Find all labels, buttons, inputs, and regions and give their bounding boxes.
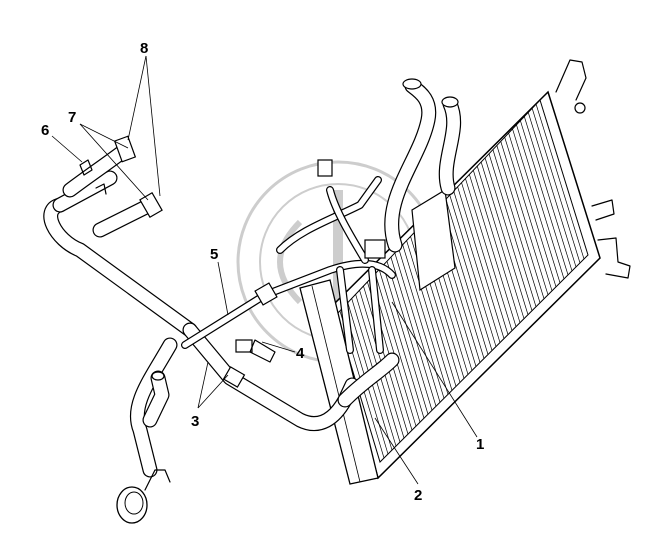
radiator-fin-line — [449, 194, 497, 347]
radiator-fin-line — [465, 178, 513, 331]
radiator-fin-line — [476, 166, 525, 319]
radiator-fin-line — [382, 265, 429, 415]
callout-7: 7 — [68, 109, 76, 126]
callout-1: 1 — [476, 436, 484, 453]
radiator-fin-line — [504, 137, 553, 291]
radiator-fin-line — [523, 116, 573, 272]
refrigerant-lines — [181, 159, 396, 363]
radiator-fin-line — [398, 248, 445, 399]
radiator-fin-line — [457, 186, 505, 339]
radiator-fin-line — [472, 170, 521, 323]
radiator-fin-line — [378, 269, 425, 419]
radiator-fin-line — [374, 273, 421, 423]
radiator-fin-line — [496, 145, 545, 299]
radiator-fin-line — [402, 244, 449, 395]
radiator-fin-line — [469, 174, 517, 327]
radiator-fin-line — [520, 120, 569, 276]
condenser-radiator — [299, 59, 631, 485]
radiator-fin-line — [406, 240, 453, 391]
upper-radiator-hose — [384, 78, 462, 253]
callout-2: 2 — [414, 487, 422, 504]
filler-neck-pipe — [116, 337, 178, 524]
radiator-fin-line — [512, 128, 561, 283]
radiator-fin-line — [508, 132, 557, 287]
radiator-fin-line — [484, 157, 533, 311]
leader-lines — [51, 55, 478, 485]
callouts: 1 2 3 4 5 6 7 8 — [41, 40, 484, 504]
callout-8: 8 — [140, 40, 148, 57]
radiator-fin-line — [480, 161, 529, 315]
radiator-fin-line — [527, 112, 577, 268]
radiator-fin-line — [492, 149, 541, 303]
radiator-fin-line — [535, 104, 585, 260]
callout-4: 4 — [296, 345, 305, 362]
radiator-fin-line — [390, 257, 437, 407]
radiator-fin-line — [445, 199, 493, 351]
radiator-fin-line — [386, 261, 433, 411]
left-pipe-assembly — [43, 135, 198, 338]
callout-3: 3 — [191, 413, 199, 430]
radiator-fin-line — [461, 182, 509, 335]
radiator-fin-line — [516, 124, 565, 279]
radiator-fin-line — [531, 108, 581, 264]
radiator-fin-line — [488, 153, 537, 307]
lower-pipe-assembly — [182, 322, 400, 432]
radiator-fin-line — [500, 141, 549, 295]
radiator-fin-line — [394, 252, 441, 403]
callout-6: 6 — [41, 122, 49, 139]
callout-5: 5 — [210, 246, 218, 263]
radiator-fin-line — [453, 190, 501, 343]
